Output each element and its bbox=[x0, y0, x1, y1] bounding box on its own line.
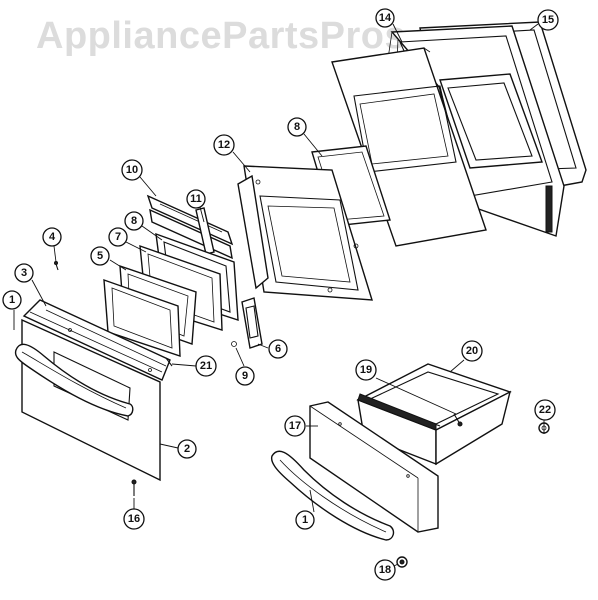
callout-8-lower: 8 bbox=[124, 211, 144, 231]
part-drawer-glide-19 bbox=[453, 413, 463, 427]
callout-label-10: 10 bbox=[126, 164, 138, 176]
callout-label-3: 3 bbox=[21, 267, 27, 279]
callout-14: 14 bbox=[375, 8, 395, 28]
callout-label-20: 20 bbox=[466, 345, 478, 357]
callout-label-11: 11 bbox=[190, 193, 202, 205]
part-hinge-6 bbox=[241, 297, 263, 349]
callout-label-9: 9 bbox=[242, 370, 248, 382]
part-drawer-tray bbox=[356, 363, 512, 466]
part-strip-11 bbox=[195, 207, 215, 255]
part-clip-21 bbox=[165, 357, 173, 367]
callout-1-drawer: 1 bbox=[295, 510, 315, 530]
callout-18: 18 bbox=[374, 559, 396, 581]
callout-label-21: 21 bbox=[200, 360, 212, 372]
callout-label-8-lower: 8 bbox=[131, 215, 137, 227]
callout-label-18: 18 bbox=[379, 564, 391, 576]
callout-label-8-upper: 8 bbox=[294, 121, 300, 133]
callout-9: 9 bbox=[235, 366, 255, 386]
part-screw-9 bbox=[231, 341, 237, 347]
callout-label-5: 5 bbox=[97, 250, 103, 262]
callout-3: 3 bbox=[14, 263, 34, 283]
callout-label-19: 19 bbox=[360, 364, 372, 376]
callout-label-2: 2 bbox=[184, 443, 190, 455]
callout-label-16: 16 bbox=[128, 513, 140, 525]
part-leveling-leg-18 bbox=[396, 556, 408, 568]
callout-20: 20 bbox=[461, 340, 483, 362]
callout-8-upper: 8 bbox=[287, 117, 307, 137]
callout-label-1-drawer: 1 bbox=[302, 514, 308, 526]
callout-16: 16 bbox=[123, 508, 145, 530]
callout-15: 15 bbox=[537, 9, 559, 31]
callout-11: 11 bbox=[186, 189, 206, 209]
callout-6: 6 bbox=[268, 339, 288, 359]
part-inner-door-12 bbox=[237, 165, 373, 301]
callout-4: 4 bbox=[42, 227, 62, 247]
callout-label-6: 6 bbox=[275, 343, 281, 355]
callout-10: 10 bbox=[121, 159, 143, 181]
callout-21: 21 bbox=[195, 355, 217, 377]
callout-17: 17 bbox=[284, 415, 306, 437]
part-glass-pane-front bbox=[103, 278, 181, 357]
callout-label-14: 14 bbox=[379, 12, 392, 24]
callout-label-12: 12 bbox=[218, 139, 230, 151]
callout-5: 5 bbox=[90, 246, 110, 266]
callout-1-door: 1 bbox=[2, 290, 22, 310]
part-screw-4 bbox=[54, 261, 59, 271]
callout-label-7: 7 bbox=[115, 231, 121, 243]
callout-19: 19 bbox=[355, 359, 377, 381]
part-drawer-handle bbox=[270, 450, 395, 541]
part-bolt-16 bbox=[131, 479, 137, 496]
part-drawer-front bbox=[309, 401, 439, 533]
leader-lines bbox=[13, 23, 545, 567]
part-door-handle-upper bbox=[14, 343, 134, 417]
callout-2: 2 bbox=[177, 439, 197, 459]
callout-label-1-door: 1 bbox=[9, 294, 15, 306]
callout-7: 7 bbox=[108, 227, 128, 247]
callout-label-4: 4 bbox=[49, 231, 56, 243]
callout-label-15: 15 bbox=[542, 14, 554, 26]
callout-12: 12 bbox=[213, 134, 235, 156]
callout-label-17: 17 bbox=[289, 420, 301, 432]
callout-22: 22 bbox=[534, 399, 556, 421]
callout-label-22: 22 bbox=[539, 404, 551, 416]
